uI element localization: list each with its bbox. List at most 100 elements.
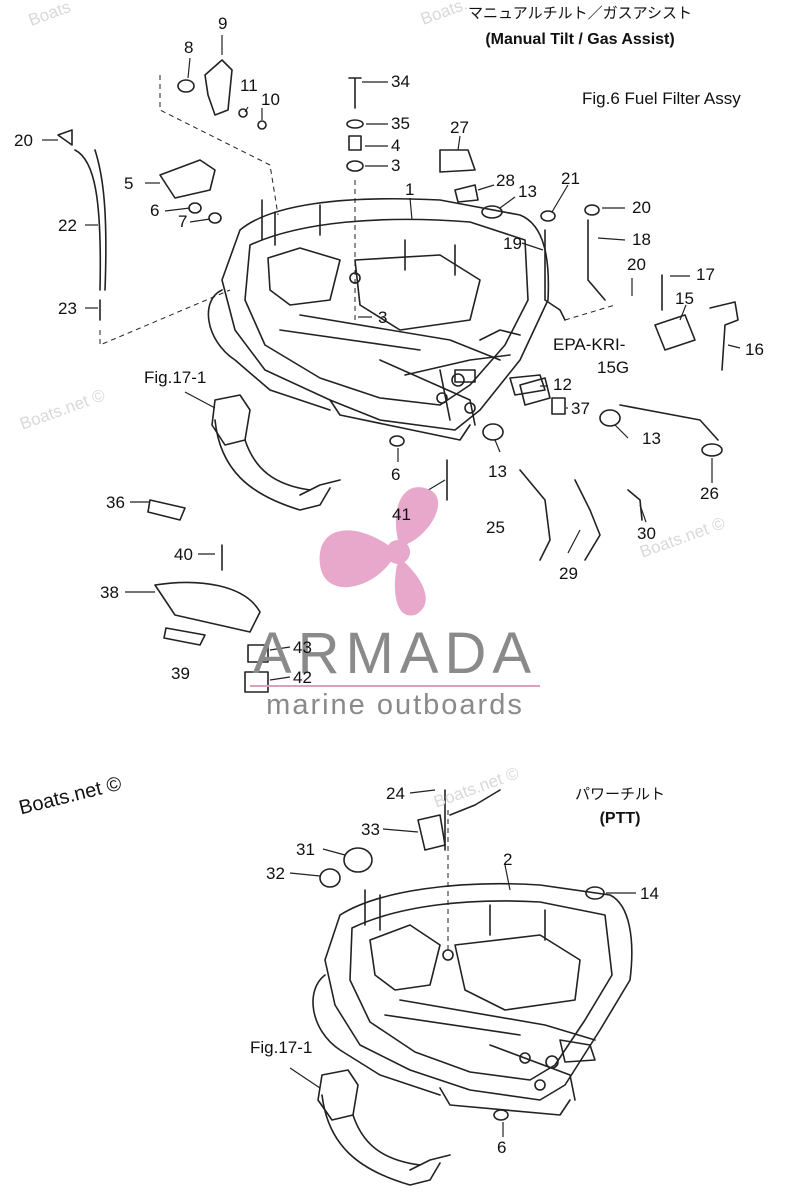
harness-29 (574, 479, 601, 561)
callout-18: 18 (632, 230, 651, 249)
ring-32 (319, 868, 341, 888)
callout-11: 11 (240, 76, 258, 95)
bolt-10 (257, 120, 267, 130)
callout-7: 7 (178, 212, 188, 231)
bracket-5 (159, 159, 216, 199)
label-36 (147, 499, 186, 521)
cap-13b (599, 409, 621, 427)
bracket-16 (709, 301, 739, 371)
propeller-logo (319, 487, 439, 616)
callout-3b: 3 (378, 308, 388, 327)
callout-6c: 6 (497, 1138, 507, 1157)
callout-16: 16 (745, 340, 764, 359)
header-manual-tilt-en: (Manual Tilt / Gas Assist) (485, 31, 675, 48)
grommet-3a (346, 160, 364, 172)
label-fig17-top: Fig.17-1 (144, 368, 207, 387)
callout-42: 42 (293, 668, 312, 687)
hose-22 (74, 149, 102, 291)
callout-10: 10 (261, 90, 280, 109)
brand-tagline: marine outboards (266, 689, 524, 721)
hose-22b (94, 149, 107, 291)
callout-36: 36 (106, 493, 125, 512)
callout-3a: 3 (391, 156, 401, 175)
callout-23: 23 (58, 299, 77, 318)
grommet-14 (585, 886, 605, 900)
callout-29: 29 (559, 564, 578, 583)
label-epa: EPA-KRI- (553, 335, 626, 354)
callout-24: 24 (386, 784, 405, 803)
callout-2: 2 (503, 850, 513, 869)
cable-30 (627, 489, 643, 521)
callout-8: 8 (184, 38, 194, 57)
grommet-7 (208, 212, 222, 224)
clip-20 (57, 129, 73, 146)
grommet-42 (244, 671, 269, 693)
cable-33 (449, 789, 501, 816)
handle-38 (154, 581, 261, 633)
cap-13c (482, 423, 504, 441)
callout-43: 43 (293, 638, 312, 657)
brand-name: ARMADA (252, 621, 538, 686)
callout-6b: 6 (391, 465, 401, 484)
callout-17: 17 (696, 265, 715, 284)
switch-12 (509, 374, 546, 396)
cap-13a (481, 205, 503, 219)
grommet-43 (247, 644, 269, 663)
callout-20c: 20 (14, 131, 33, 150)
callout-26: 26 (700, 484, 719, 503)
grommet-6c (493, 1109, 509, 1121)
callout-13b: 13 (642, 429, 661, 448)
clamp-28 (454, 184, 479, 203)
collar-4 (348, 135, 362, 151)
callout-1: 1 (405, 180, 415, 199)
bottom-cowling-lower (312, 883, 633, 1116)
cable-26 (619, 404, 719, 441)
brand-logo: ARMADA marine outboards (220, 625, 570, 721)
callout-22: 22 (58, 216, 77, 235)
header-manual-tilt-jp: マニュアルチルト／ガスアシスト (468, 5, 692, 22)
callout-25: 25 (486, 518, 505, 537)
callout-30: 30 (637, 524, 656, 543)
grommet-6a (188, 202, 202, 214)
reference-lines (99, 75, 616, 950)
callout-15: 15 (675, 289, 694, 308)
callout-28: 28 (496, 171, 515, 190)
callout-35: 35 (391, 114, 410, 133)
callout-39: 39 (171, 664, 190, 683)
callout-34: 34 (391, 72, 410, 91)
grommet-8 (177, 79, 195, 93)
bottom-cowling-upper (207, 198, 551, 441)
label-fig6: Fig.6 Fuel Filter Assy (582, 89, 741, 108)
callout-40: 40 (174, 545, 193, 564)
clip-20b (584, 204, 600, 216)
callout-13a: 13 (518, 182, 537, 201)
connector-26 (701, 443, 723, 457)
label-37 (551, 397, 566, 415)
nut-11 (238, 108, 248, 118)
callout-19: 19 (503, 234, 522, 253)
header-ptt-jp: パワーチルト (574, 786, 665, 803)
callout-14: 14 (640, 884, 659, 903)
callout-4: 4 (391, 136, 401, 155)
label-39 (163, 627, 206, 646)
washer-35 (346, 119, 364, 129)
callout-20a: 20 (632, 198, 651, 217)
grommet-31 (343, 847, 373, 873)
callout-12: 12 (553, 375, 572, 394)
grommet-6b (389, 435, 405, 447)
callout-6a: 6 (150, 201, 160, 220)
callout-37: 37 (571, 399, 590, 418)
label-fig17-bottom: Fig.17-1 (250, 1038, 313, 1057)
callout-13c: 13 (488, 462, 507, 481)
callout-20b: 20 (627, 255, 646, 274)
clip-21 (540, 210, 556, 222)
leader-lines (42, 35, 741, 1137)
callout-27: 27 (450, 118, 469, 137)
cover-part-upper (211, 394, 341, 511)
callout-41: 41 (392, 505, 411, 524)
tilt-lever-9 (204, 59, 233, 116)
brand-divider (250, 685, 540, 687)
label-epa2: 15G (597, 358, 630, 377)
cover-part-lower (317, 1069, 451, 1186)
